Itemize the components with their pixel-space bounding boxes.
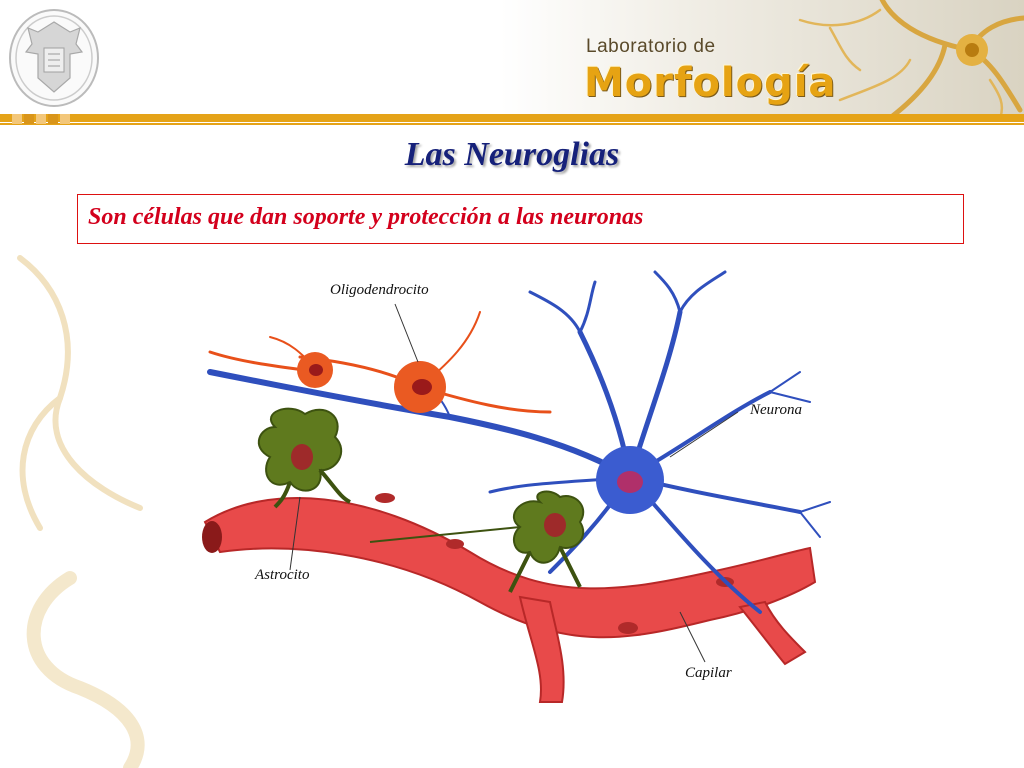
label-oligodendrocito: Oligodendrocito xyxy=(330,282,429,298)
astrocyte-cell-lower xyxy=(369,490,585,593)
slide-title: Las Neuroglias xyxy=(404,136,620,173)
subtitle-box: Son células que dan soporte y protección… xyxy=(77,194,964,244)
label-capilar: Capilar xyxy=(685,665,732,681)
neuroglia-diagram: Oligodendrocito Neurona Astrocito Capila… xyxy=(150,252,870,752)
label-neurona: Neurona xyxy=(750,402,802,418)
label-leaders xyxy=(289,303,739,663)
oligodendrocyte-cell xyxy=(208,311,552,414)
background-decoration xyxy=(17,255,145,768)
university-crest-logo xyxy=(9,9,99,107)
header-neuron-illustration xyxy=(500,0,1024,118)
header-squares xyxy=(12,114,70,124)
header-rule xyxy=(0,123,1024,125)
diagram-svg xyxy=(202,270,831,703)
label-astrocito: Astrocito xyxy=(255,567,310,583)
lab-name-line1: Laboratorio de xyxy=(586,36,716,57)
slide-subtitle: Son células que dan soporte y protección… xyxy=(88,204,644,230)
capillary-vessel xyxy=(202,493,817,703)
astrocyte-cell-upper xyxy=(257,407,351,509)
slide-header: Laboratorio de Morfología xyxy=(0,0,1024,128)
header-gold-bar xyxy=(0,114,1024,122)
lab-name-line2: Morfología xyxy=(584,60,837,106)
neuron-nucleus xyxy=(617,471,643,493)
